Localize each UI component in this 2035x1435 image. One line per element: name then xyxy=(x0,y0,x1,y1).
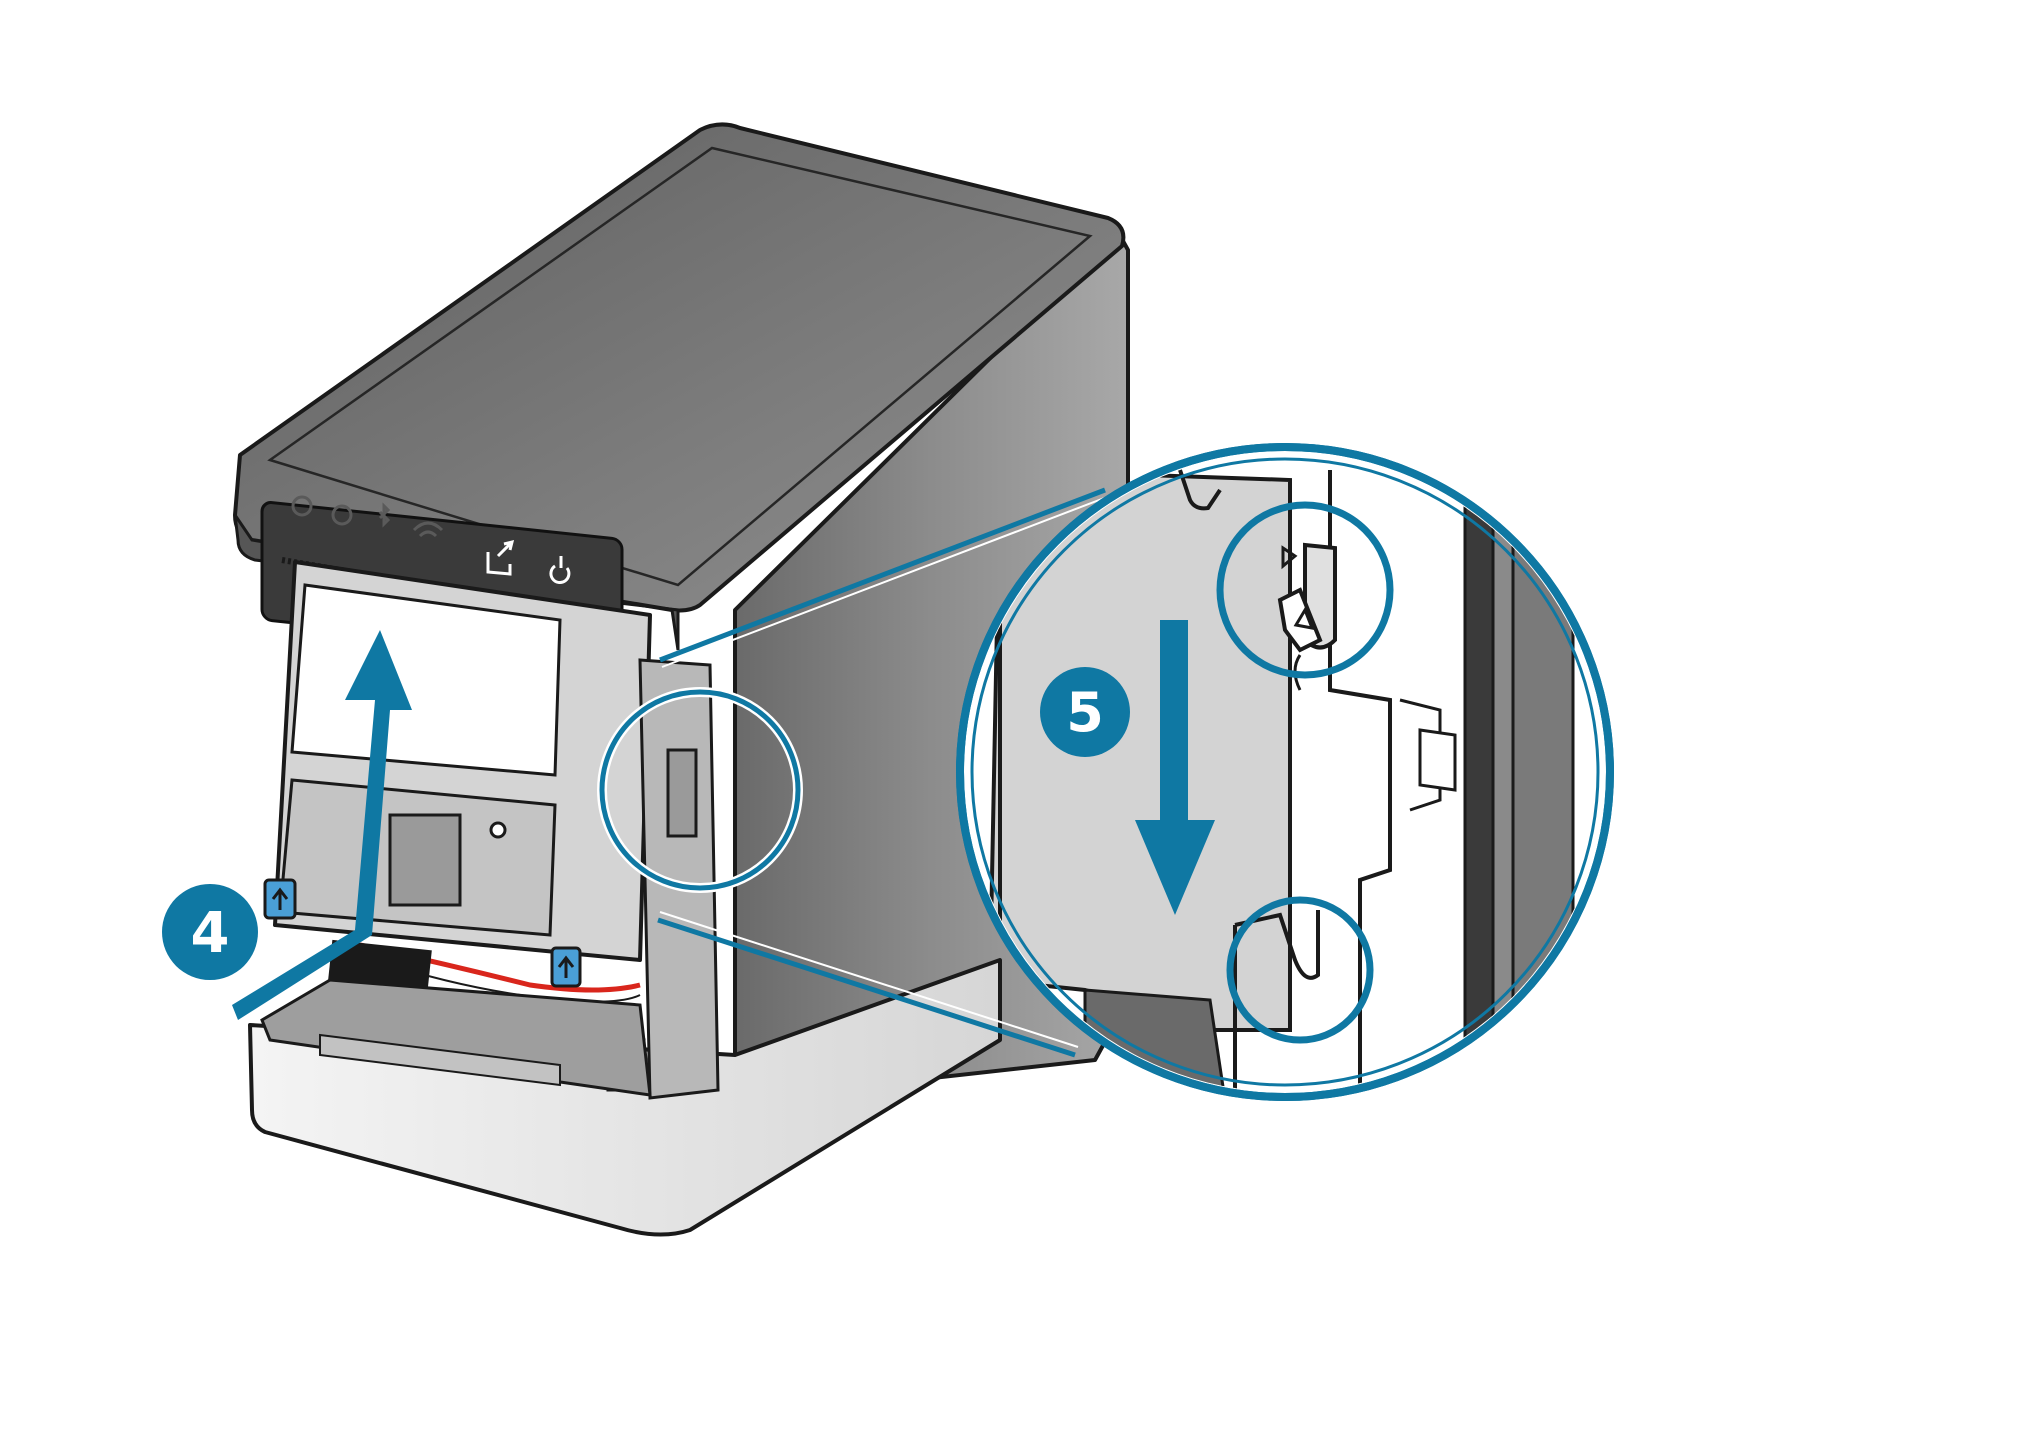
zoom-connector-lines xyxy=(657,487,1106,1058)
black-connector xyxy=(328,939,432,991)
zoom-top-hook xyxy=(1178,469,1222,511)
blue-tab-right xyxy=(550,946,582,988)
info-icon xyxy=(331,504,353,526)
step-4-number: 4 xyxy=(191,901,230,966)
unit-side-latch xyxy=(666,748,698,838)
wifi-icon xyxy=(412,521,444,538)
blue-tab-left xyxy=(263,878,297,920)
zoom-circle-inner-ring xyxy=(970,457,1600,1087)
panel-icons xyxy=(291,495,571,584)
zoom-circle: 5 xyxy=(956,443,1614,1101)
zoom-connector-lines-outline xyxy=(659,496,1108,1048)
unit-label-plate xyxy=(290,583,562,777)
paper-icon xyxy=(486,539,515,576)
zoom-triangle-mark-1 xyxy=(1281,545,1298,570)
unit-side-hardware xyxy=(638,658,720,1100)
unit-block xyxy=(388,813,462,907)
zoom-rail-3 xyxy=(1511,452,1575,1092)
step-4-badge: 4 xyxy=(162,884,258,980)
zoom-bracket-slot xyxy=(1418,728,1457,792)
small-zoom-source-circle-ring xyxy=(599,689,801,891)
zoom-triangle-mark-2 xyxy=(1293,606,1315,630)
power-button-icon xyxy=(549,556,571,584)
zoom-bracket xyxy=(1328,470,1392,1092)
zoom-rail-1 xyxy=(1463,452,1495,1092)
step-5-number: 5 xyxy=(1066,681,1104,744)
zoom-detail-circle-upper xyxy=(1216,501,1394,679)
zoom-circle-ring xyxy=(956,443,1614,1101)
step-5-arrow xyxy=(1135,620,1215,915)
bluetooth-icon xyxy=(378,502,391,528)
unit-screw xyxy=(489,821,507,839)
print-unit xyxy=(260,560,720,1100)
printer-base xyxy=(248,958,1002,1237)
power-icon xyxy=(291,495,313,517)
step-4-arrow xyxy=(232,630,412,1020)
paper-guide xyxy=(319,1033,561,1087)
zoom-lower-hook xyxy=(1234,910,1320,980)
zoom-detail-circle-lower xyxy=(1226,896,1374,1044)
step-5-badge: 5 xyxy=(1040,667,1130,757)
